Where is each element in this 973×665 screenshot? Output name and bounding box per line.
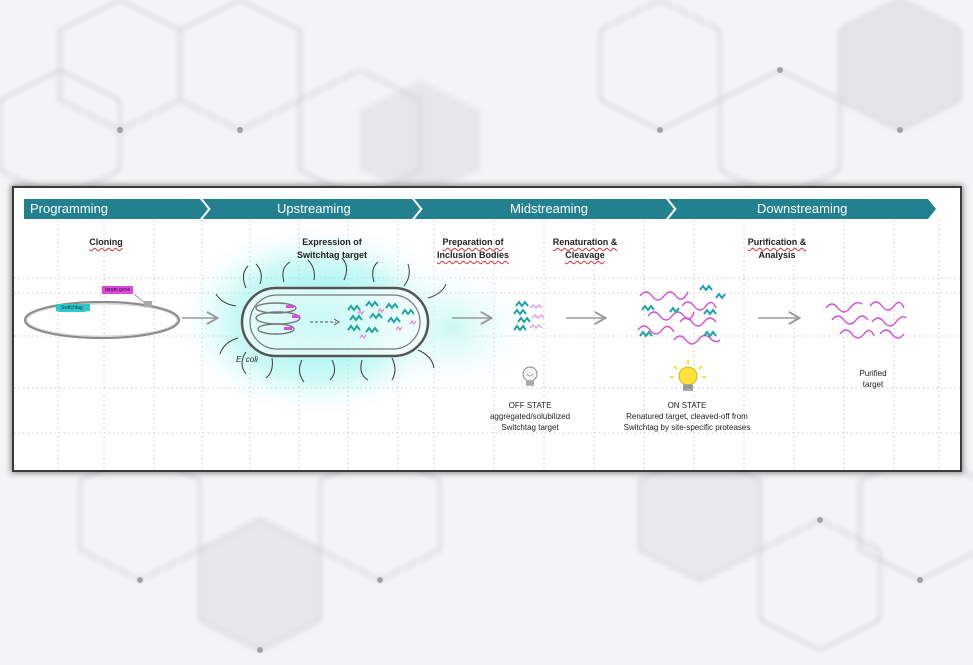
step-line: Preparation of: [442, 237, 504, 247]
step-renaturation: Renaturation & Cleavage: [540, 236, 630, 262]
note-line: aggregated/solubilized: [489, 412, 571, 421]
step-purification: Purification & Analysis: [732, 236, 822, 262]
bulb-on-icon: [670, 360, 706, 391]
phase-label-programming: Programming: [30, 201, 109, 216]
off-state-note: OFF STATE aggregated/solubilized Switcht…: [474, 400, 586, 433]
note-line: Purified: [859, 369, 887, 378]
ecoli-cell: [215, 257, 447, 383]
phase-label-downstreaming: Downstreaming: [757, 201, 848, 216]
on-state-note: ON STATE Renatured target, cleaved-off f…: [612, 400, 762, 433]
note-line: Switchtag by site-specific proteases: [623, 423, 751, 432]
switchtag-label: Switchtag: [58, 304, 86, 312]
step-expression: Expression of Switchtag target: [282, 236, 382, 262]
note-line: Renatured target, cleaved-off from: [626, 412, 748, 421]
chevron-programming: [24, 199, 208, 219]
step-line: Switchtag target: [296, 250, 367, 260]
step-inclusion-bodies: Preparation of Inclusion Bodies: [428, 236, 518, 262]
plasmid-diagram: [23, 293, 181, 340]
purified-note: Purified target: [848, 368, 898, 390]
note-line: OFF STATE: [508, 401, 552, 410]
process-diagram-panel: Programming Upstreaming Midstreaming Dow…: [14, 188, 960, 470]
step-line: Renaturation &: [552, 237, 618, 247]
step-line: Cloning: [89, 237, 123, 247]
step-line: Cleavage: [565, 250, 605, 260]
chevron-upstreaming: [202, 199, 420, 219]
inclusion-body-aggregate: [513, 300, 545, 332]
step-line: Analysis: [758, 250, 796, 260]
step-line: Purification &: [747, 237, 807, 247]
phase-label-upstreaming: Upstreaming: [277, 201, 351, 216]
diagram-graphics: [14, 198, 960, 470]
note-line: ON STATE: [667, 401, 707, 410]
organism-label: E. coli: [236, 355, 258, 364]
step-line: Inclusion Bodies: [436, 250, 509, 260]
step-cloning: Cloning: [76, 236, 136, 249]
purified-molecules: [825, 301, 907, 339]
phase-label-midstreaming: Midstreaming: [510, 201, 589, 216]
target-gene-label: target gene: [102, 286, 134, 294]
cleaved-molecules: [637, 284, 726, 345]
phase-chevrons: [24, 198, 936, 220]
note-line: target: [862, 380, 884, 389]
chevron-downstreaming: [668, 199, 936, 219]
bulb-off-icon: [522, 366, 538, 386]
note-line: Switchtag target: [501, 423, 559, 432]
step-line: Expression of: [302, 237, 362, 247]
chevron-midstreaming: [414, 199, 674, 219]
